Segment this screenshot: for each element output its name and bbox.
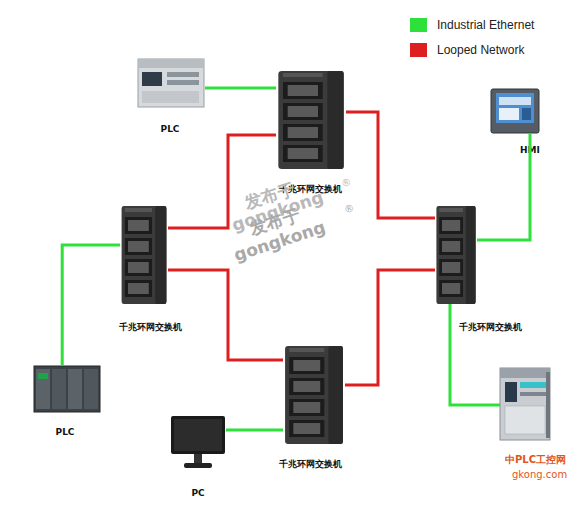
ring-link: [168, 135, 276, 228]
device-label: 千兆环网交换机: [459, 322, 522, 333]
pc-icon: [170, 415, 226, 470]
device-label: PLC: [56, 427, 75, 438]
watermark: ®: [340, 177, 353, 190]
ethernet-link: [62, 245, 120, 365]
legend-swatch: [410, 18, 427, 32]
device-label: HMI: [520, 145, 540, 156]
legend-row: Industrial Ethernet: [410, 18, 534, 32]
legend-row: Looped Network: [410, 43, 524, 57]
device-node: PLC: [137, 58, 205, 108]
ring-link: [345, 270, 435, 385]
ring-link: [168, 270, 283, 360]
device-node: PC: [170, 415, 226, 470]
device-label: 千兆环网交换机: [119, 322, 182, 333]
ethernet-link: [205, 87, 276, 90]
plc-icon: [33, 365, 101, 413]
device-label: 千兆环网交换机: [279, 459, 342, 470]
ethernet-link: [477, 134, 530, 240]
device-node: 千兆环网交换机: [120, 205, 168, 305]
legend-text: Industrial Ethernet: [437, 18, 534, 32]
plc-illustration: [500, 368, 550, 440]
device-node: 千兆环网交换机: [283, 345, 345, 445]
switch-icon: [120, 205, 168, 305]
legend-text: Looped Network: [437, 43, 524, 57]
watermark: ®: [343, 203, 356, 216]
switch-icon: [435, 205, 477, 305]
device-label: PC: [191, 488, 204, 499]
switch-icon: [283, 345, 345, 445]
device-node: PLC: [33, 365, 101, 413]
legend-swatch: [410, 43, 427, 57]
device-label: PLC: [161, 124, 180, 135]
device-node: HMI: [490, 88, 540, 134]
logo-text: 中PLC工控网: [505, 455, 566, 465]
logo-text: gkong.com: [512, 470, 567, 480]
hmi-icon: [490, 88, 540, 134]
plc-icon: [137, 58, 205, 108]
device-node: 千兆环网交换机: [276, 70, 346, 170]
device-node: 千兆环网交换机: [435, 205, 477, 305]
ring-link: [346, 112, 435, 218]
switch-icon: [276, 70, 346, 170]
ethernet-link: [226, 429, 283, 432]
